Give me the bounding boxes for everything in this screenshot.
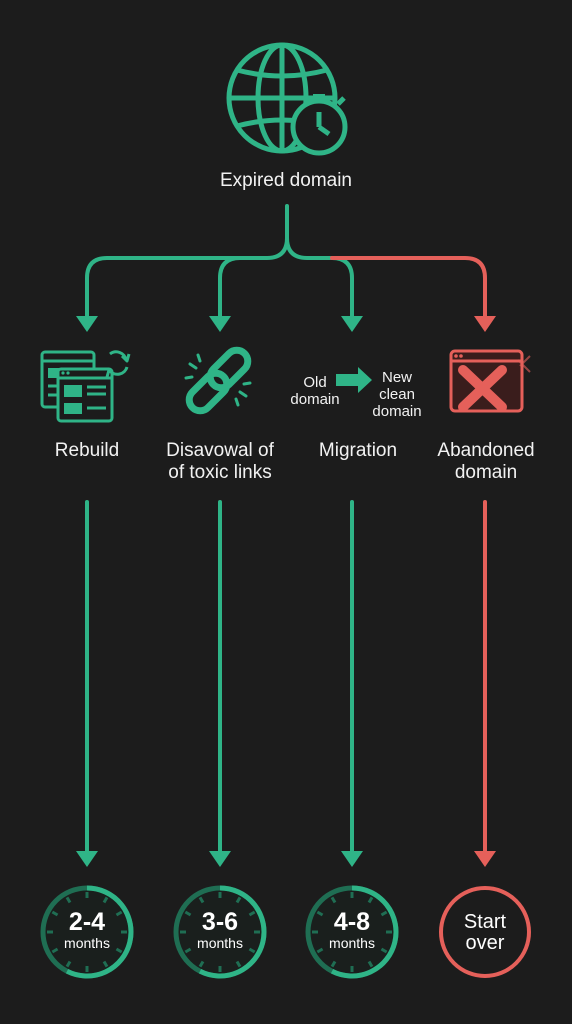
timer-value: 3-6 [201, 908, 239, 936]
dial-tick [198, 896, 205, 904]
arrowhead-rebuild [76, 316, 98, 332]
dial-tick [248, 910, 256, 917]
dial-tick [65, 896, 72, 904]
dial-tick [115, 910, 123, 917]
dial-tick [198, 960, 205, 968]
branch-label-disavowal: Disavowal of of toxic links [166, 440, 274, 483]
timer-unit: months [197, 935, 243, 951]
timer-migration: 4-8 months [312, 909, 392, 951]
dial-tick [316, 947, 324, 954]
timer-dial-abandoned [439, 886, 531, 978]
timer-value: 2-4 [68, 908, 106, 936]
timer-dial-rebuild [40, 885, 134, 979]
timer-dials [40, 885, 531, 979]
arrowhead-migration [341, 316, 363, 332]
dial-tick [330, 960, 337, 968]
migration-to-label: New clean domain [372, 369, 422, 420]
branch-line-disavowal [218, 256, 242, 320]
root-label: Expired domain [219, 170, 353, 191]
dial-tick [235, 960, 242, 968]
dial-tick [316, 910, 324, 917]
timer-value: Start [463, 911, 507, 933]
bottom-arrowheads [76, 851, 496, 867]
timer-rebuild: 2-4 months [47, 909, 127, 951]
arrowhead-disavowal [209, 316, 231, 332]
arrowhead-disavowal-bottom [209, 851, 231, 867]
timer-abandoned: Start over [445, 912, 525, 954]
branch-line-abandoned [330, 256, 487, 320]
branch-label-rebuild: Rebuild [54, 440, 120, 461]
dial-tick [184, 947, 192, 954]
dial-tick [102, 896, 109, 904]
branch-label-migration: Migration [318, 440, 398, 461]
dial-tick [380, 947, 388, 954]
connector-tree [85, 204, 487, 320]
dial-tick [380, 910, 388, 917]
dial-tick [330, 896, 337, 904]
dial-ring [439, 886, 531, 978]
dial-tick [184, 910, 192, 917]
dial-tick [51, 910, 59, 917]
dial-tick [367, 896, 374, 904]
timer-value: 4-8 [333, 908, 371, 936]
globe-stopwatch-icon [226, 42, 348, 156]
timer-unit: months [64, 935, 110, 951]
timer-dial-migration [305, 885, 399, 979]
timer-dial-disavowal [173, 885, 267, 979]
dial-tick [102, 960, 109, 968]
timer-unit: months [329, 935, 375, 951]
abandoned-window-icon [449, 349, 531, 413]
domain-migration-icon [336, 367, 372, 393]
arrowhead-abandoned-bottom [474, 851, 496, 867]
dial-tick [115, 947, 123, 954]
arrowhead-abandoned [474, 316, 496, 332]
trunk-line [85, 204, 289, 320]
dial-tick [248, 947, 256, 954]
dial-progress-arc [330, 885, 399, 979]
website-rebuild-icon [40, 350, 131, 423]
dial-progress-arc [65, 885, 134, 979]
dial-tick [51, 947, 59, 954]
dial-tick [235, 896, 242, 904]
broken-link-icon [184, 346, 252, 415]
timeline-lines [85, 500, 487, 855]
dial-tick [65, 960, 72, 968]
timer-disavowal: 3-6 months [180, 909, 260, 951]
dial-tick [367, 960, 374, 968]
arrowhead-rebuild-bottom [76, 851, 98, 867]
arrowhead-migration-bottom [341, 851, 363, 867]
branch-label-abandoned: Abandoned domain [437, 440, 535, 483]
dial-progress-arc [198, 885, 267, 979]
branch-line-migration [285, 236, 354, 320]
timer-unit: over [465, 932, 505, 954]
migration-from-label: Old domain [290, 374, 340, 408]
top-arrowheads [76, 316, 496, 332]
